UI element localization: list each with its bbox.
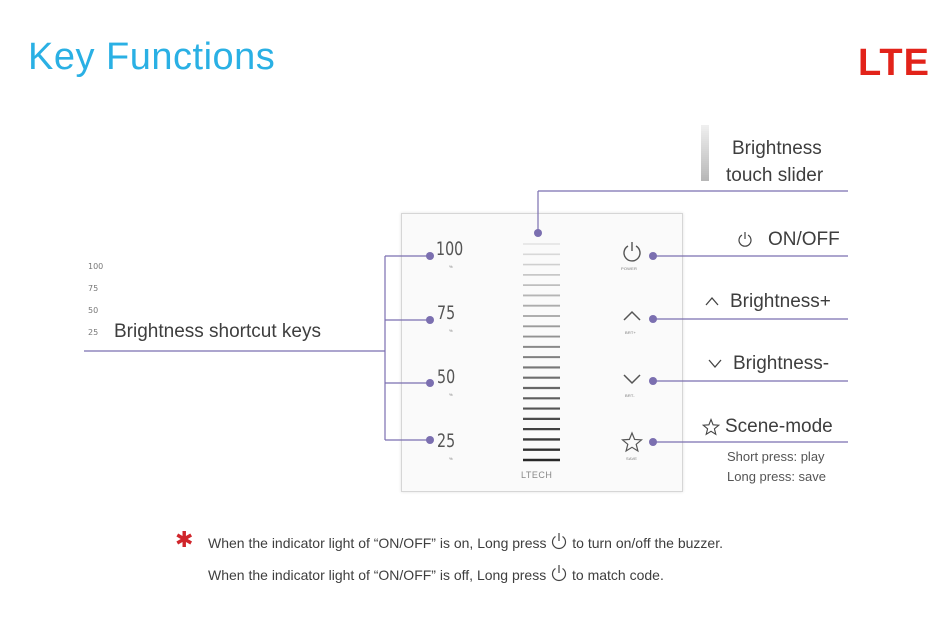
power-button[interactable] [621, 240, 643, 262]
chevron-down-icon [708, 359, 722, 368]
key-25-unit: % [449, 456, 453, 461]
mini-key-50: 50 [88, 306, 99, 315]
scene-long-press: Long press: save [727, 469, 827, 484]
chevron-up-icon [705, 297, 719, 306]
power-caption: POWER [621, 266, 638, 271]
key-100-unit: % [449, 264, 453, 269]
page-title: Key Functions [28, 36, 276, 78]
power-icon [552, 565, 567, 582]
mini-key-75: 75 [88, 284, 99, 293]
note-line-1-end: to turn on/off the buzzer. [572, 535, 723, 551]
power-icon [552, 533, 567, 550]
slider-icon [701, 125, 709, 181]
key-100[interactable]: 100 [436, 238, 464, 260]
brand-logo: LTE [858, 42, 930, 84]
mini-key-100: 100 [88, 262, 104, 271]
brightness-up-button[interactable] [621, 305, 643, 327]
key-50[interactable]: 50 [437, 366, 456, 388]
key-75[interactable]: 75 [437, 302, 456, 324]
scene-button[interactable] [621, 431, 643, 453]
note-line-2-start: When the indicator light of “ON/OFF” is … [208, 567, 547, 583]
key-50-unit: % [449, 392, 453, 397]
key-25[interactable]: 25 [437, 430, 456, 452]
brightness-up-label: Brightness+ [730, 291, 831, 312]
touch-slider [523, 243, 560, 462]
brightness-up-caption: BRT+ [625, 330, 637, 335]
scene-caption: SAVE [626, 456, 638, 461]
power-icon [738, 232, 752, 247]
brightness-down-label: Brightness- [733, 353, 830, 374]
note-line-1-start: When the indicator light of “ON/OFF” is … [208, 535, 547, 551]
brightness-down-button[interactable] [621, 368, 643, 390]
brightness-down-caption: BRT- [625, 393, 635, 398]
note-line-1: When the indicator light of “ON/OFF” is … [208, 531, 723, 551]
star-icon [702, 418, 720, 436]
panel-brand: LTECH [521, 470, 553, 480]
slider-label-1: Brightness [732, 138, 822, 159]
mini-key-25: 25 [88, 328, 99, 337]
scene-label: Scene-mode [725, 416, 833, 437]
note-line-2-end: to match code. [572, 567, 664, 583]
shortcut-label: Brightness shortcut keys [114, 321, 321, 342]
slider-label-2: touch slider [726, 165, 824, 186]
asterisk-marker: ✱ [175, 527, 194, 552]
scene-short-press: Short press: play [727, 449, 825, 464]
key-75-unit: % [449, 328, 453, 333]
note-line-2: When the indicator light of “ON/OFF” is … [208, 563, 664, 583]
onoff-label: ON/OFF [768, 229, 840, 250]
